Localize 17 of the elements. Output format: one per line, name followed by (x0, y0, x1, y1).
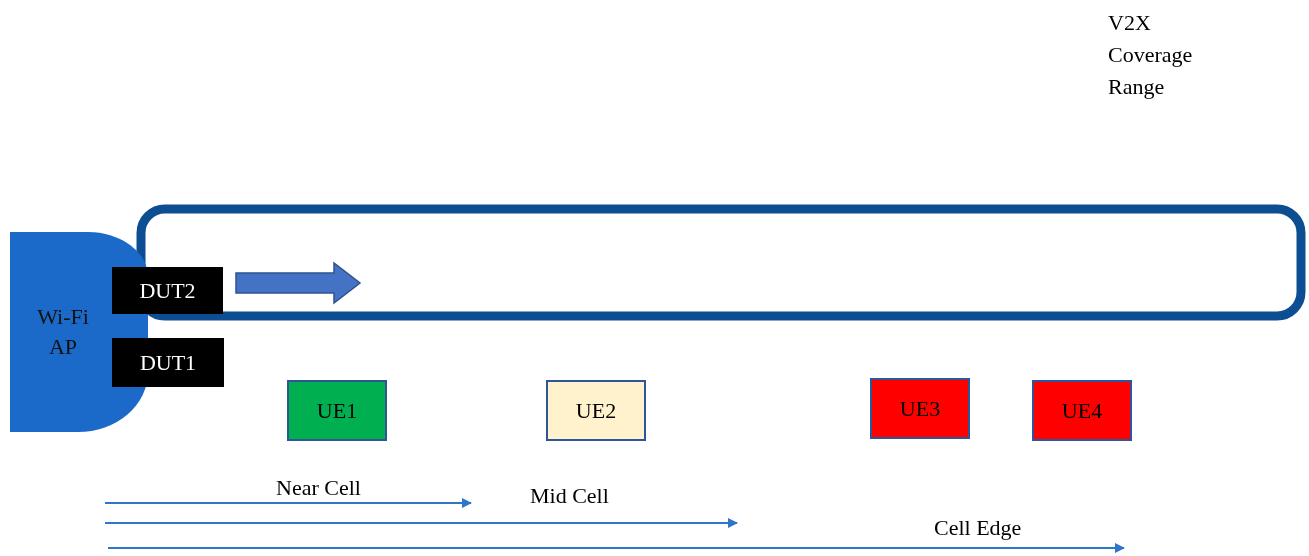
node-text: DUT1 (139, 349, 197, 376)
ue-box (1032, 380, 1132, 441)
coverage-label: V2X Coverage Range (1108, 9, 1194, 101)
node-text: UE1 (316, 397, 358, 424)
node-text: DUT2 (139, 277, 196, 304)
ue-box (546, 380, 646, 441)
ue-box (870, 378, 970, 439)
device-box (112, 267, 223, 314)
node-text: UE2 (575, 397, 617, 424)
device-box (112, 338, 224, 387)
node-text: UE4 (1061, 397, 1103, 424)
ue-box (287, 380, 387, 441)
node-text: Wi-Fi AP (36, 303, 90, 361)
distance-label: Mid Cell (530, 482, 609, 510)
node-text: UE3 (899, 395, 941, 422)
distance-label: Cell Edge (934, 514, 1022, 542)
distance-label: Near Cell (276, 474, 361, 502)
